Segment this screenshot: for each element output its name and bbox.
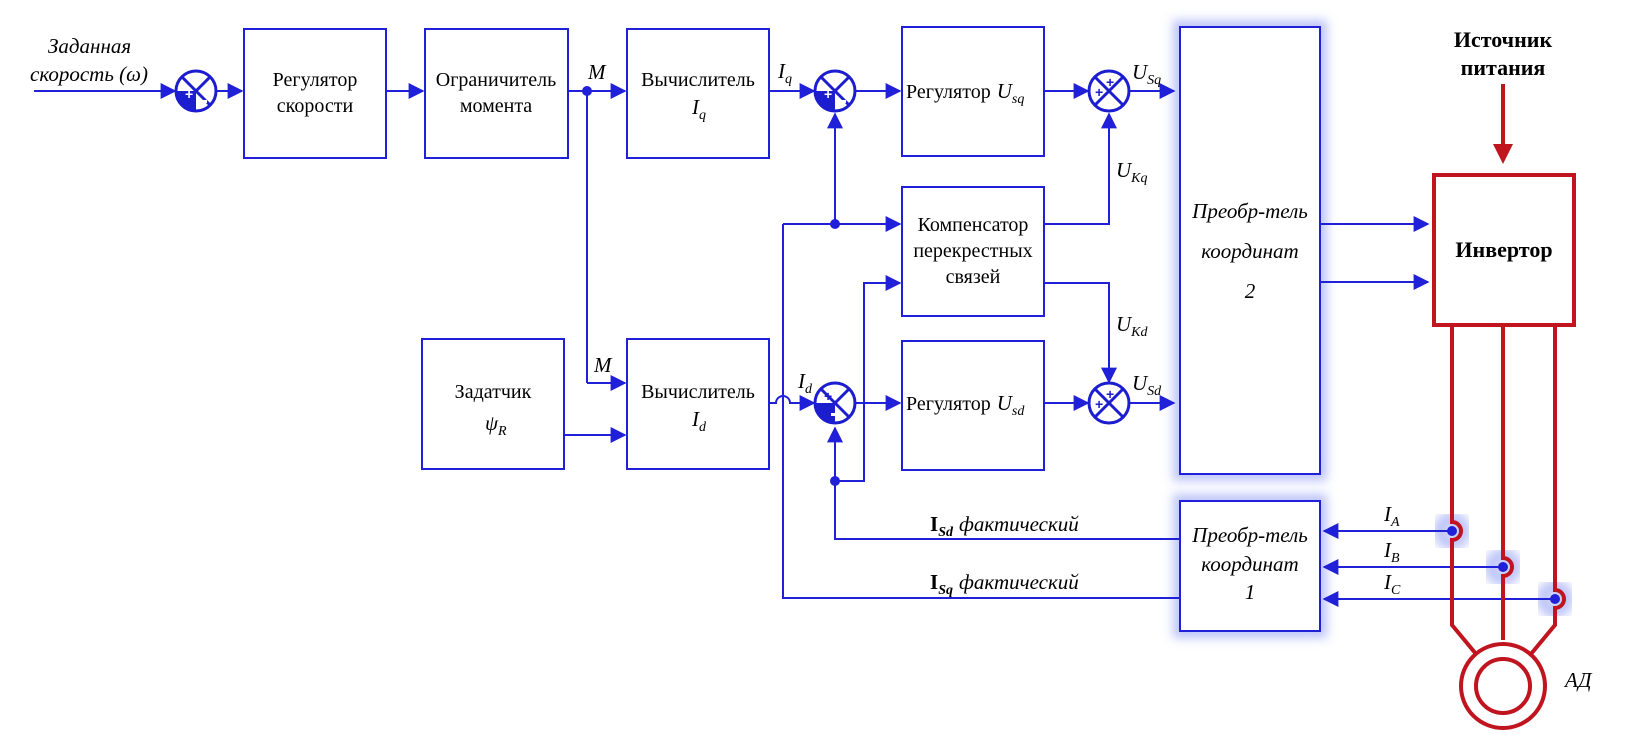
flux-setter-label: Задатчик [455, 381, 532, 403]
svg-text:+: + [1106, 386, 1114, 402]
converter1-line1: Преобр-тель [1191, 523, 1308, 547]
ia-label: IA [1383, 502, 1400, 530]
id-calculator-label: Вычислитель [641, 381, 755, 403]
compensator-line1: Компенсатор [918, 214, 1029, 236]
torque-m-label-top: M [587, 60, 607, 84]
usq-sum-junction: + + [1087, 69, 1131, 113]
svg-text:+: + [185, 86, 193, 102]
usq-regulator-block [901, 26, 1045, 157]
d-current-sum-junction: + [813, 381, 857, 425]
svg-text:+: + [1095, 84, 1103, 100]
id-calculator-var: Id [691, 407, 707, 435]
torque-limiter-block [424, 28, 569, 159]
usd-label: USd [1132, 371, 1162, 399]
coord-converter-2-block [1179, 26, 1321, 475]
speed-regulator-line2: скорости [277, 95, 354, 117]
svg-text:+: + [1095, 396, 1103, 412]
cross-compensator-block [901, 186, 1045, 317]
speed-ref-label-line2: скорость (ω) [30, 62, 148, 86]
ukd-label: UKd [1116, 312, 1149, 340]
motor-label: АД [1563, 668, 1593, 692]
ib-label: IB [1383, 538, 1400, 566]
blocks [243, 26, 1321, 632]
power-source-line1: Источник [1454, 27, 1553, 52]
svg-text:+: + [824, 388, 832, 404]
flux-setter-block [421, 338, 565, 470]
id-label: Id [797, 369, 813, 397]
torque-limiter-line2: момента [460, 95, 532, 117]
speed-sum-junction: + [174, 69, 218, 113]
inverter-block [1432, 173, 1576, 327]
usd-sum-junction: + + [1087, 381, 1131, 425]
usq-label: USq [1132, 60, 1161, 88]
svg-text:+: + [824, 86, 832, 102]
speed-regulator-block [243, 28, 387, 159]
flux-setter-var: ψR [485, 411, 507, 439]
speed-ref-label-line1: Заданная [48, 34, 131, 58]
torque-m-label-bottom: M [593, 353, 613, 377]
signal-wires [34, 83, 1555, 607]
summing-junctions: + + + + + + [174, 69, 1131, 425]
power-circuit [1432, 84, 1576, 730]
coord-converter-1-block [1179, 500, 1321, 632]
iq-calculator-block [626, 28, 770, 159]
torque-limiter-line1: Ограничитель [436, 69, 556, 91]
usd-regulator-block [901, 340, 1045, 471]
motor-inner [1474, 657, 1532, 715]
q-current-sum-junction: + [813, 69, 857, 113]
signal-labels: Заданная скорость (ω) M M Iq Id USq USd … [30, 27, 1593, 692]
iq-label: Iq [777, 59, 792, 87]
power-source-line2: питания [1461, 55, 1546, 80]
compensator-line3: связей [946, 266, 1001, 288]
converter1-line3: 1 [1245, 580, 1256, 604]
iq-calculator-label: Вычислитель [641, 69, 755, 91]
block-labels: Регулятор скорости Ограничитель момента … [273, 69, 1553, 604]
svg-text:+: + [1106, 74, 1114, 90]
ic-label: IC [1383, 570, 1401, 598]
iq-calculator-var: Iq [691, 95, 706, 123]
junction-dots [582, 86, 1560, 604]
converter2-line3: 2 [1245, 279, 1256, 303]
compensator-line2: перекрестных [913, 240, 1032, 262]
converter1-line2: координат [1201, 552, 1298, 576]
id-calculator-block [626, 338, 770, 470]
inverter-label: Инвертор [1455, 237, 1552, 262]
converter2-line2: координат [1201, 239, 1298, 263]
ukq-label: UKq [1116, 158, 1148, 186]
converter2-line1: Преобр-тель [1191, 199, 1308, 223]
speed-regulator-line1: Регулятор [273, 69, 358, 91]
